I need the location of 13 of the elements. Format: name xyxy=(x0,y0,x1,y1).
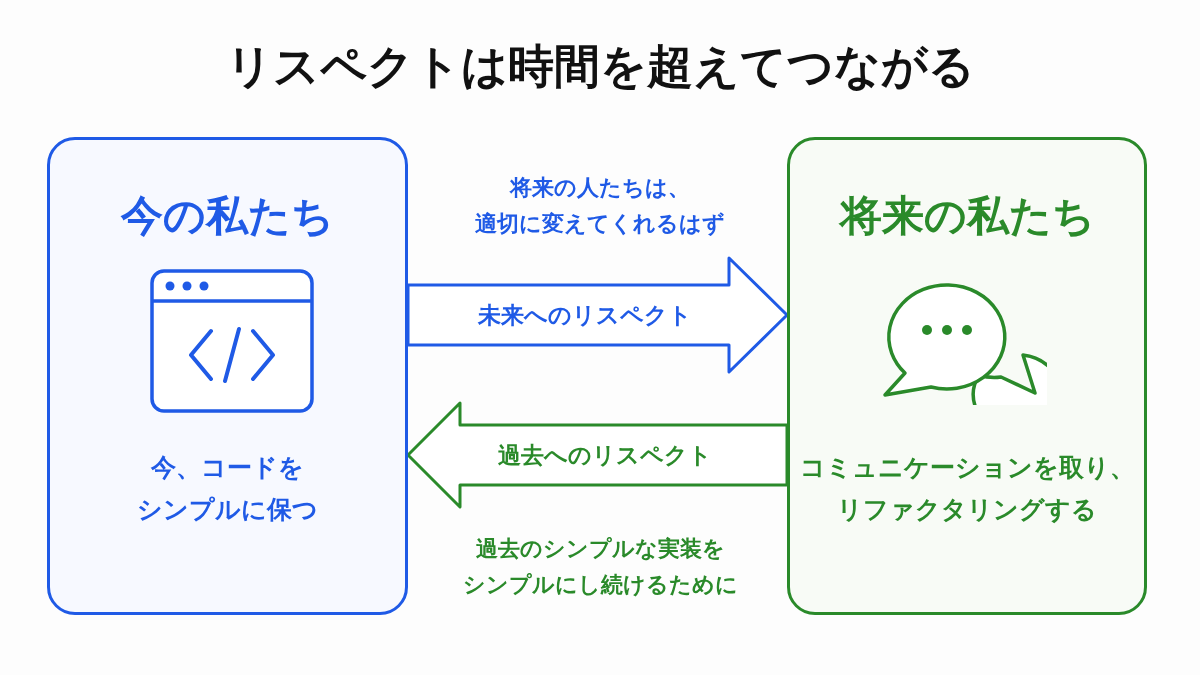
edge-label: 過去へのリスペクト xyxy=(497,441,713,470)
panel-text: 今、コードをシンプルに保つ xyxy=(136,452,319,526)
block-arrow xyxy=(406,401,789,509)
title: リスペクトは時間を超えてつながる xyxy=(224,38,976,95)
annotation-text: 将来の人たちは、適切に変えてくれるはず xyxy=(474,174,726,238)
panel-heading: 今の私たち xyxy=(119,190,335,242)
annotation-text: 過去のシンプルな実装をシンプルにし続けるために xyxy=(461,535,739,599)
edge-label: 未来へのリスペクト xyxy=(477,301,693,330)
rounded-panel xyxy=(47,137,408,615)
block-arrow xyxy=(406,256,789,374)
panel-text: コミュニケーションを取り、リファクタリングする xyxy=(798,452,1136,526)
panel-heading: 将来の私たち xyxy=(837,190,1096,242)
rounded-panel xyxy=(787,137,1147,615)
